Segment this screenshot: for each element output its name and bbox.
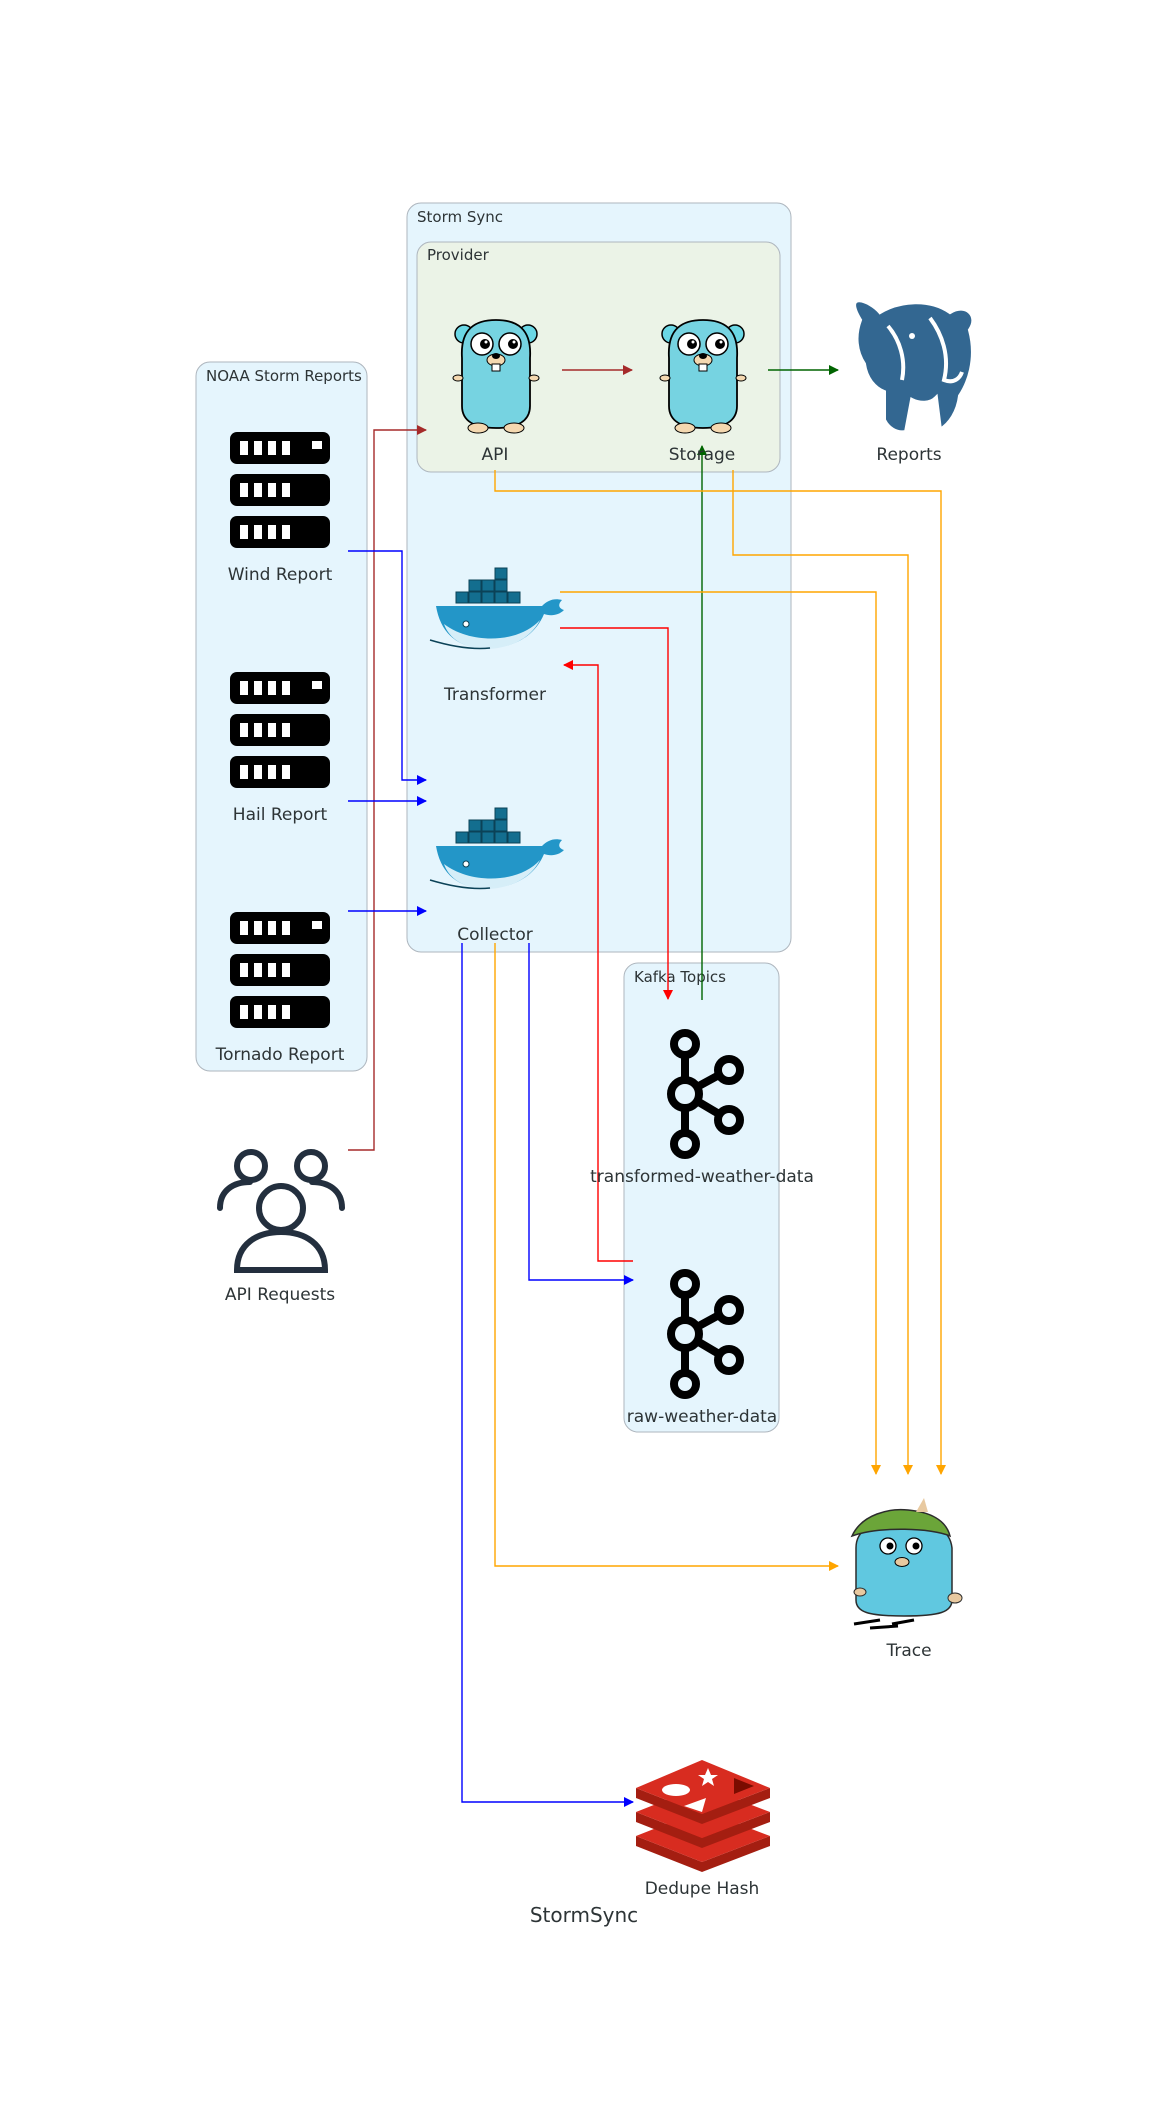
dedupe-hash-node: Dedupe Hash [636,1760,770,1899]
jaeger-gopher-icon [850,1498,963,1630]
edge-collector-to-raw-topic [528,943,634,1285]
diagram-title: StormSync [530,1903,638,1927]
collector-label: Collector [457,925,533,945]
server-rack-icon [230,912,330,1028]
api-requests-label: API Requests [225,1285,335,1305]
hail-report-node: Hail Report [230,672,330,825]
provider-cluster-label: Provider [427,246,490,264]
kafka-cluster-label: Kafka Topics [634,968,726,986]
raw-topic-label: raw-weather-data [627,1407,777,1427]
api-label: API [482,445,509,465]
trace-node: Trace [850,1498,963,1661]
edge-wind-report-to-collector [348,550,427,785]
hail-report-label: Hail Report [233,805,328,825]
storage-label: Storage [669,445,736,465]
dedupe-hash-label: Dedupe Hash [645,1879,760,1899]
server-rack-icon [230,432,330,548]
raw-topic-node: raw-weather-data [627,1273,777,1427]
tornado-report-label: Tornado Report [215,1045,345,1065]
trace-label: Trace [885,1641,931,1661]
go-gopher-icon [659,319,747,434]
edge-transformer-to-transformed-topic [560,627,673,1000]
api-node: API [452,319,540,465]
reports-node: Reports [852,298,976,465]
transformed-topic-label: transformed-weather-data [590,1167,814,1187]
edge-collector-to-dedupe-hash [461,943,634,1807]
noaa-cluster-label: NOAA Storm Reports [206,367,362,385]
users-group-icon [217,1149,345,1273]
tornado-report-node: Tornado Report [215,912,345,1065]
go-gopher-icon [452,319,540,434]
redis-icon [636,1760,770,1872]
postgresql-elephant-icon [852,298,976,435]
transformer-label: Transformer [443,685,546,705]
transformer-node: Transformer [429,567,565,705]
edge-api-requests-to-api [348,425,427,1151]
server-rack-icon [230,672,330,788]
collector-node: Collector [429,807,565,945]
storm-sync-cluster-label: Storm Sync [417,208,503,226]
api-requests-node: API Requests [217,1149,345,1305]
reports-label: Reports [876,445,941,465]
edge-api-to-trace [494,470,946,1475]
edge-collector-to-trace [494,943,839,1571]
edge-storage-to-trace [732,470,913,1475]
storage-node: Storage [659,319,747,465]
wind-report-node: Wind Report [228,432,333,585]
edge-raw-topic-to-transformer [563,660,633,1262]
kafka-cluster [623,962,780,1433]
edge-transformer-to-trace [560,591,881,1475]
transformed-topic-node: transformed-weather-data [590,1033,814,1187]
wind-report-label: Wind Report [228,565,333,585]
